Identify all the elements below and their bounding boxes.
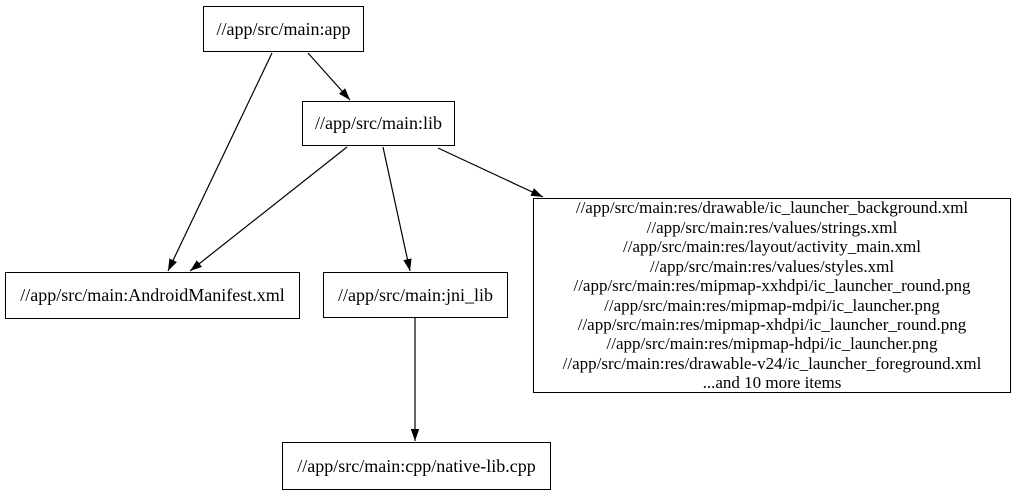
res-file-label: //app/src/main:res/values/strings.xml — [646, 217, 898, 237]
node-native-lib-cpp: //app/src/main:cpp/native-lib.cpp — [282, 442, 551, 490]
node-app-label: //app/src/main:app — [216, 18, 351, 39]
node-jni-lib: //app/src/main:jni_lib — [323, 272, 508, 318]
node-app: //app/src/main:app — [203, 6, 364, 52]
res-file-label: //app/src/main:res/values/styles.xml — [649, 256, 895, 276]
node-native-lib-cpp-label: //app/src/main:cpp/native-lib.cpp — [297, 455, 536, 476]
res-file-label: //app/src/main:res/mipmap-xxhdpi/ic_laun… — [573, 276, 971, 296]
res-file-label: //app/src/main:res/drawable-v24/ic_launc… — [562, 353, 982, 373]
node-android-manifest-label: //app/src/main:AndroidManifest.xml — [20, 285, 285, 305]
node-android-manifest: //app/src/main:AndroidManifest.xml — [5, 272, 300, 319]
node-lib: //app/src/main:lib — [302, 101, 455, 146]
res-file-label: //app/src/main:res/mipmap-xhdpi/ic_launc… — [577, 314, 967, 334]
edge-lib-to-res-files — [437, 147, 544, 198]
node-jni-lib-label: //app/src/main:jni_lib — [338, 284, 493, 305]
edge-lib-to-jni-lib — [382, 146, 412, 272]
edge-lib-to-manifest — [189, 146, 348, 272]
res-file-label: //app/src/main:res/drawable/ic_launcher_… — [575, 198, 969, 218]
res-files-more-items-label: ...and 10 more items — [702, 373, 842, 393]
edge-app-to-lib — [307, 52, 351, 101]
res-file-label: //app/src/main:res/mipmap-mdpi/ic_launch… — [604, 295, 940, 315]
edge-app-to-manifest — [167, 52, 273, 272]
node-lib-label: //app/src/main:lib — [315, 113, 442, 133]
res-file-label: //app/src/main:res/layout/activity_main.… — [623, 237, 921, 257]
node-res-files-group: //app/src/main:res/drawable/ic_launcher_… — [533, 198, 1011, 393]
res-file-label: //app/src/main:res/mipmap-hdpi/ic_launch… — [606, 334, 938, 354]
